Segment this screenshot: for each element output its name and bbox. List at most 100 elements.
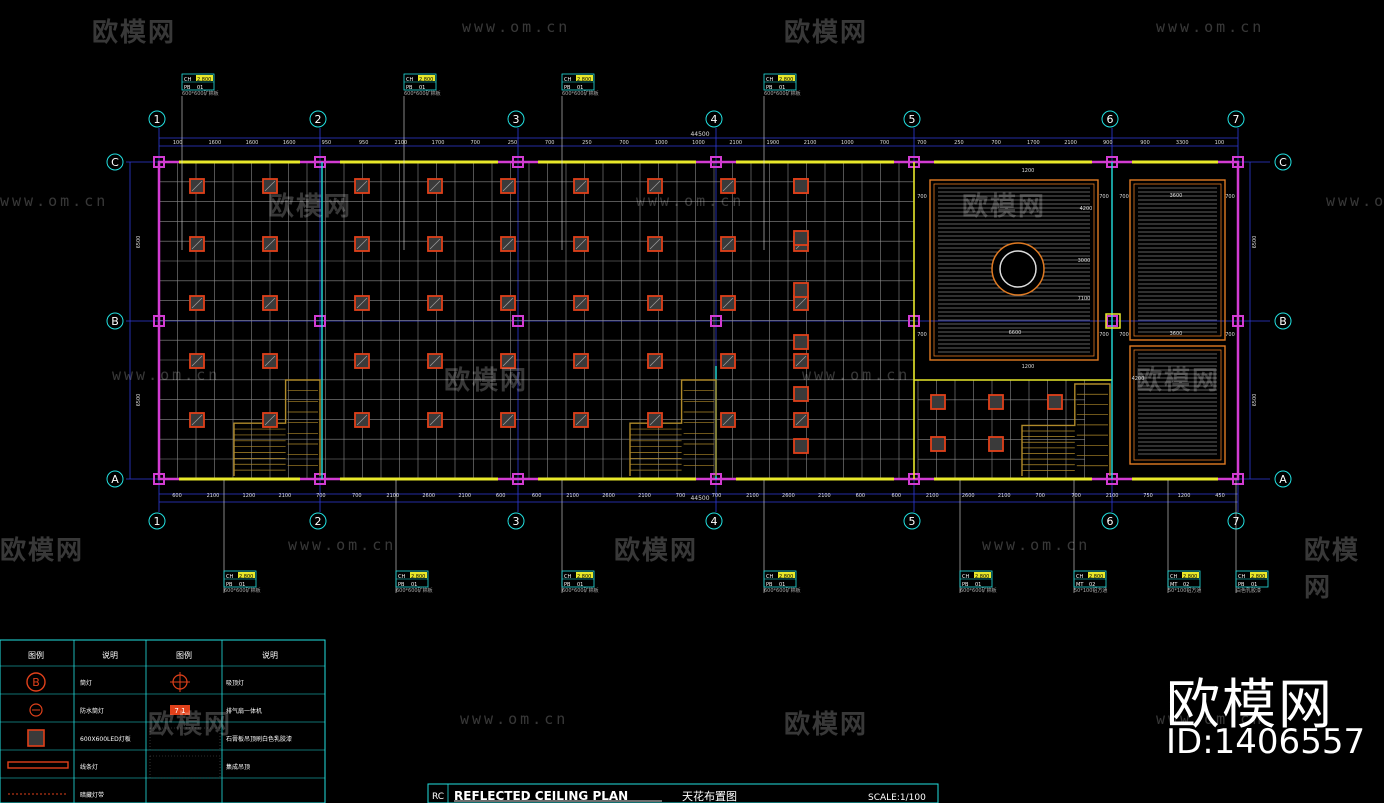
grid-bubble: C bbox=[1274, 153, 1292, 171]
tag-note: 600*600矿棉板 bbox=[396, 587, 433, 594]
grid-bubble-label: C bbox=[111, 156, 119, 169]
dim-text: 2100 bbox=[818, 493, 831, 499]
led-panel-frame bbox=[930, 394, 946, 410]
tag-highlight bbox=[974, 572, 991, 578]
dim-text: 2100 bbox=[729, 140, 742, 146]
tag-pb-value: 02 bbox=[1089, 582, 1095, 588]
column bbox=[512, 315, 524, 327]
title-scale: SCALE:1/100 bbox=[868, 793, 926, 803]
tag-pb: PB bbox=[398, 582, 405, 588]
led-panel-hatch bbox=[356, 355, 368, 367]
grid-bubble-circle bbox=[507, 110, 525, 128]
tag-ch-value: 2.800 bbox=[239, 574, 253, 580]
grid-bubble-label: 2 bbox=[315, 113, 322, 126]
led-panel-hatch bbox=[191, 355, 203, 367]
tag-note: 600*600矿棉板 bbox=[764, 90, 801, 97]
led-panel bbox=[189, 236, 205, 252]
tag-pb: PB bbox=[564, 85, 571, 91]
room-frame bbox=[1129, 179, 1226, 341]
dim-overall: 44500 bbox=[690, 495, 709, 502]
column bbox=[512, 473, 524, 485]
dim-text: 2100 bbox=[394, 140, 407, 146]
dim-text: 1600 bbox=[208, 140, 221, 146]
led-panel bbox=[500, 178, 516, 194]
led-panel bbox=[189, 178, 205, 194]
led-panel bbox=[573, 178, 589, 194]
grid-bubble-label: 3 bbox=[513, 515, 520, 528]
led-panel bbox=[262, 236, 278, 252]
grid-bubble: 3 bbox=[507, 110, 525, 128]
room-dim: 700 bbox=[1099, 194, 1109, 200]
dim-text: 700 bbox=[470, 140, 480, 146]
tag-ch: CH bbox=[564, 574, 571, 580]
led-panel-hatch bbox=[502, 355, 514, 367]
tag-pb-value: 01 bbox=[1251, 582, 1257, 588]
room-dim: 700 bbox=[917, 194, 927, 200]
led-panel-hatch bbox=[502, 238, 514, 250]
legend-desc: 暗藏灯带 bbox=[80, 791, 104, 799]
tag-ch: CH bbox=[1170, 574, 1177, 580]
tag-pb: PB bbox=[184, 85, 191, 91]
led-panel-hatch bbox=[722, 414, 734, 426]
grid-bubble-circle bbox=[148, 512, 166, 530]
led-panel-hatch bbox=[429, 414, 441, 426]
dim-text: 6500 bbox=[136, 236, 142, 249]
grid-bubble-circle bbox=[106, 470, 124, 488]
watermark-url: www.om.cn bbox=[462, 18, 571, 36]
dim-text: 250 bbox=[582, 140, 592, 146]
watermark-url: www.om.cn bbox=[0, 192, 109, 210]
tag-pb: PB bbox=[564, 582, 571, 588]
led-panel-hatch bbox=[722, 355, 734, 367]
dim-text: 1000 bbox=[692, 140, 705, 146]
outer-wall bbox=[157, 160, 1240, 481]
column bbox=[314, 315, 326, 327]
tag-pb-value: 01 bbox=[779, 85, 785, 91]
legend-exhaust-label: 7 1 bbox=[174, 707, 185, 715]
led-panel-hatch bbox=[264, 355, 276, 367]
led-panel-hatch bbox=[191, 238, 203, 250]
watermark-url: www.om.cn bbox=[1326, 192, 1384, 210]
tag-highlight bbox=[238, 572, 255, 578]
dim-text: 1200 bbox=[243, 493, 256, 499]
led-panel bbox=[793, 295, 809, 311]
grid-bubble-circle bbox=[903, 110, 921, 128]
dim-text: 700 bbox=[619, 140, 629, 146]
led-panel-hatch bbox=[502, 414, 514, 426]
watermark-url: www.om.cn bbox=[288, 536, 397, 554]
tag-ch: CH bbox=[962, 574, 969, 580]
right-rooms bbox=[929, 179, 1226, 465]
tag-ch: CH bbox=[766, 77, 773, 83]
room-frame bbox=[1129, 345, 1226, 465]
led-panel-hatch bbox=[191, 180, 203, 192]
grid-bubble: 5 bbox=[903, 512, 921, 530]
tag-pb: PB bbox=[1238, 582, 1245, 588]
led-panel bbox=[354, 236, 370, 252]
room-dim: 6600 bbox=[1009, 330, 1022, 336]
dim-text: 600 bbox=[532, 493, 542, 499]
grid-bubble-circle bbox=[1274, 312, 1292, 330]
tag-ch-value: 2.800 bbox=[1089, 574, 1103, 580]
led-panel-hatch bbox=[575, 414, 587, 426]
dim-text: 700 bbox=[676, 493, 686, 499]
room-dim: 4200 bbox=[1080, 206, 1093, 212]
watermark-brand: 欧模网 bbox=[784, 18, 869, 48]
led-panel-hatch bbox=[264, 414, 276, 426]
grid-bubble: B bbox=[106, 312, 124, 330]
legend-header: 图例 bbox=[176, 650, 192, 660]
dim-text: 2600 bbox=[422, 493, 435, 499]
tag-pb-value: 02 bbox=[1183, 582, 1189, 588]
led-panel-frame bbox=[1047, 394, 1063, 410]
dim-text: 2100 bbox=[279, 493, 292, 499]
led-panel-hatch bbox=[356, 180, 368, 192]
grid-bubble-label: A bbox=[111, 473, 119, 486]
grid-bubble: A bbox=[106, 470, 124, 488]
led-panel bbox=[573, 295, 589, 311]
room-frame-inner bbox=[1133, 349, 1222, 461]
dim-text: 1200 bbox=[1178, 493, 1191, 499]
led-panel bbox=[793, 230, 809, 246]
led-panel bbox=[573, 353, 589, 369]
room-dim: 3000 bbox=[1078, 258, 1091, 264]
legend-waterproof-symbol bbox=[29, 703, 43, 717]
